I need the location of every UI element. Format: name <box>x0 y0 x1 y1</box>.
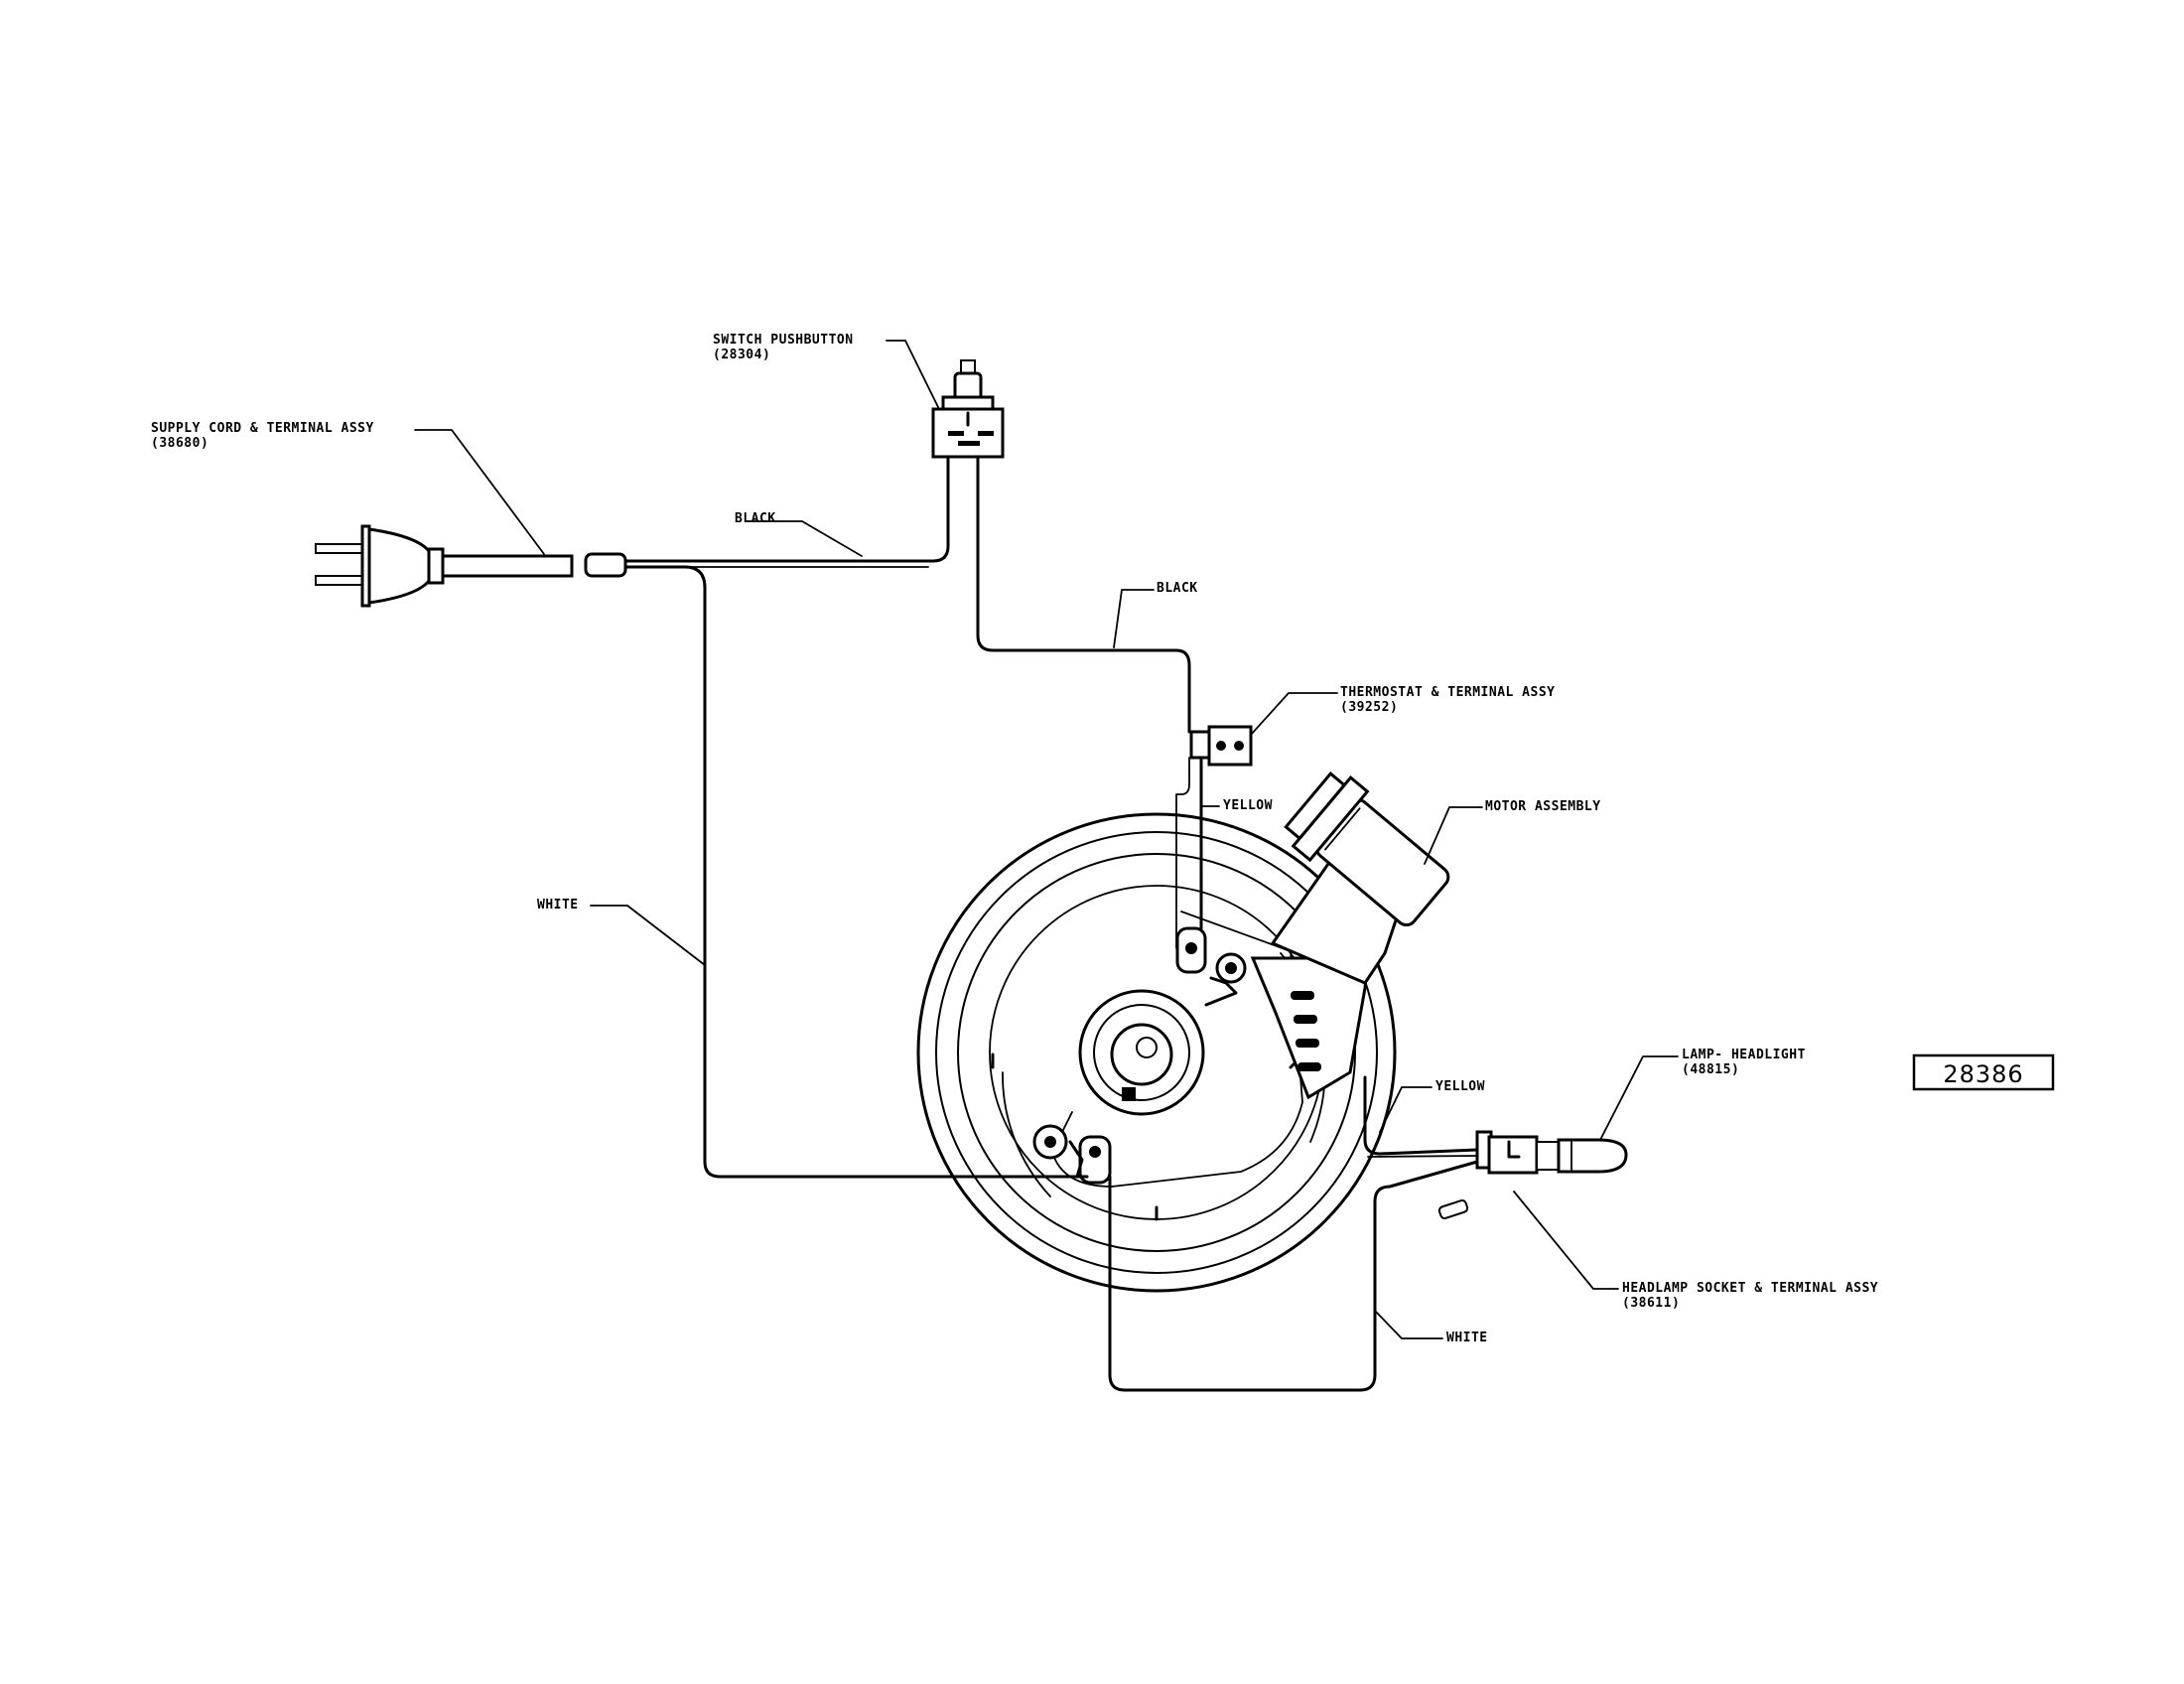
headlight-lamp <box>1557 1138 1628 1174</box>
switch-pushbutton <box>931 359 1005 459</box>
thermostat-part-number: (39252) <box>1340 700 1398 715</box>
wire-label-white-1: WHITE <box>537 898 579 912</box>
reference-number-box: 28386 <box>1912 1053 2055 1091</box>
wire-label-black-2: BLACK <box>1157 581 1198 596</box>
motor-hub <box>1078 989 1205 1116</box>
thermostat <box>1189 725 1253 767</box>
thermostat-label: THERMOSTAT & TERMINAL ASSY <box>1340 685 1556 700</box>
labels: SUPPLY CORD & TERMINAL ASSY (38680) SWIT… <box>151 333 1878 1345</box>
motor-terminal-bottom <box>1032 1124 1112 1185</box>
motor-terminal-top <box>1175 926 1247 1007</box>
wire-label-yellow-2: YELLOW <box>1435 1079 1485 1094</box>
lamp-part-number: (48815) <box>1682 1062 1739 1077</box>
supply-cord-label: SUPPLY CORD & TERMINAL ASSY <box>151 421 374 436</box>
reference-number: 28386 <box>1943 1060 2023 1088</box>
lamp-label: LAMP- HEADLIGHT <box>1682 1048 1806 1062</box>
motor-assembly <box>1270 772 1450 985</box>
wire-label-white-2: WHITE <box>1446 1331 1488 1345</box>
switch-part-number: (28304) <box>713 348 770 362</box>
wire-label-black-1: BLACK <box>735 511 776 526</box>
supply-cord-part-number: (38680) <box>151 436 208 451</box>
wire-label-yellow-1: YELLOW <box>1223 798 1273 813</box>
headlamp-socket-label: HEADLAMP SOCKET & TERMINAL ASSY <box>1622 1281 1878 1296</box>
supply-cord-plug <box>315 524 627 608</box>
leader-lines <box>414 340 1679 1339</box>
switch-label: SWITCH PUSHBUTTON <box>713 333 854 348</box>
wiring <box>623 455 1479 1392</box>
headlamp-socket-part-number: (38611) <box>1622 1296 1680 1311</box>
headlamp-socket <box>1437 1130 1560 1219</box>
motor-assembly-label: MOTOR ASSEMBLY <box>1485 799 1601 814</box>
